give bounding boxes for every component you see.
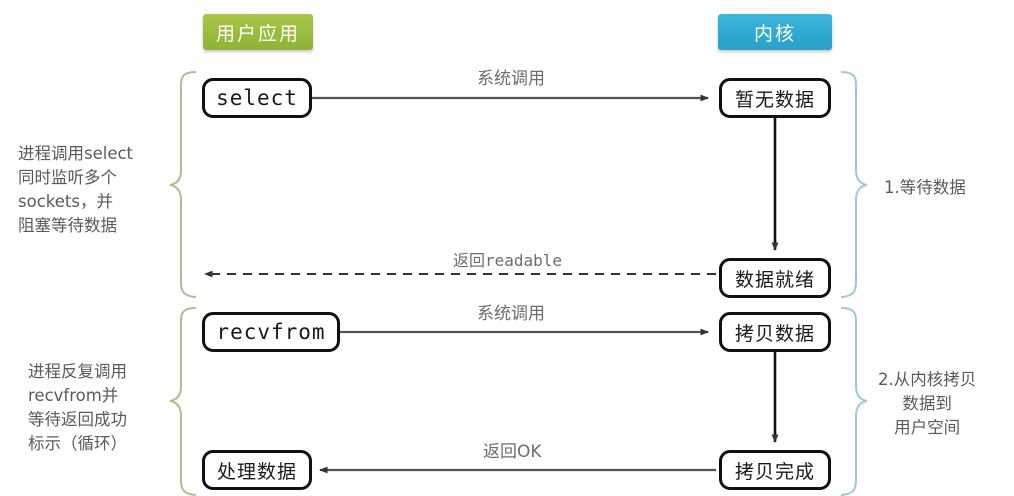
node-process-data[interactable]: 处理数据 bbox=[202, 450, 312, 490]
node-copying-data[interactable]: 拷贝数据 bbox=[719, 312, 831, 352]
node-no-data[interactable]: 暂无数据 bbox=[719, 78, 831, 118]
edge-label-return-ok: 返回OK bbox=[483, 442, 542, 462]
lane-header-user-application: 用户应用 bbox=[203, 14, 313, 50]
edge-label-syscall-2: 系统调用 bbox=[477, 304, 545, 324]
right-brace-phase-1 bbox=[840, 71, 868, 298]
annotation-right-phase-2: 2.从内核拷贝 数据到 用户空间 bbox=[878, 370, 977, 437]
annotation-left-phase-1: 进程调用select 同时监听多个 sockets，并 阻塞等待数据 bbox=[18, 144, 134, 235]
annotation-right-phase-1: 1.等待数据 bbox=[884, 178, 966, 197]
right-brace-phase-2 bbox=[840, 307, 868, 496]
lane-header-kernel: 内核 bbox=[718, 14, 832, 50]
left-brace-phase-1 bbox=[169, 71, 197, 298]
edge-label-syscall-1: 系统调用 bbox=[477, 69, 545, 89]
node-data-ready[interactable]: 数据就绪 bbox=[719, 258, 831, 298]
node-copy-done[interactable]: 拷贝完成 bbox=[719, 450, 831, 490]
left-brace-phase-2 bbox=[169, 307, 197, 496]
node-select[interactable]: select bbox=[202, 78, 312, 118]
node-recvfrom[interactable]: recvfrom bbox=[202, 312, 340, 352]
edge-label-return-readable: 返回readable bbox=[453, 251, 563, 270]
annotation-left-phase-2: 进程反复调用 recvfrom并 等待返回成功 标示（循环） bbox=[28, 362, 127, 453]
